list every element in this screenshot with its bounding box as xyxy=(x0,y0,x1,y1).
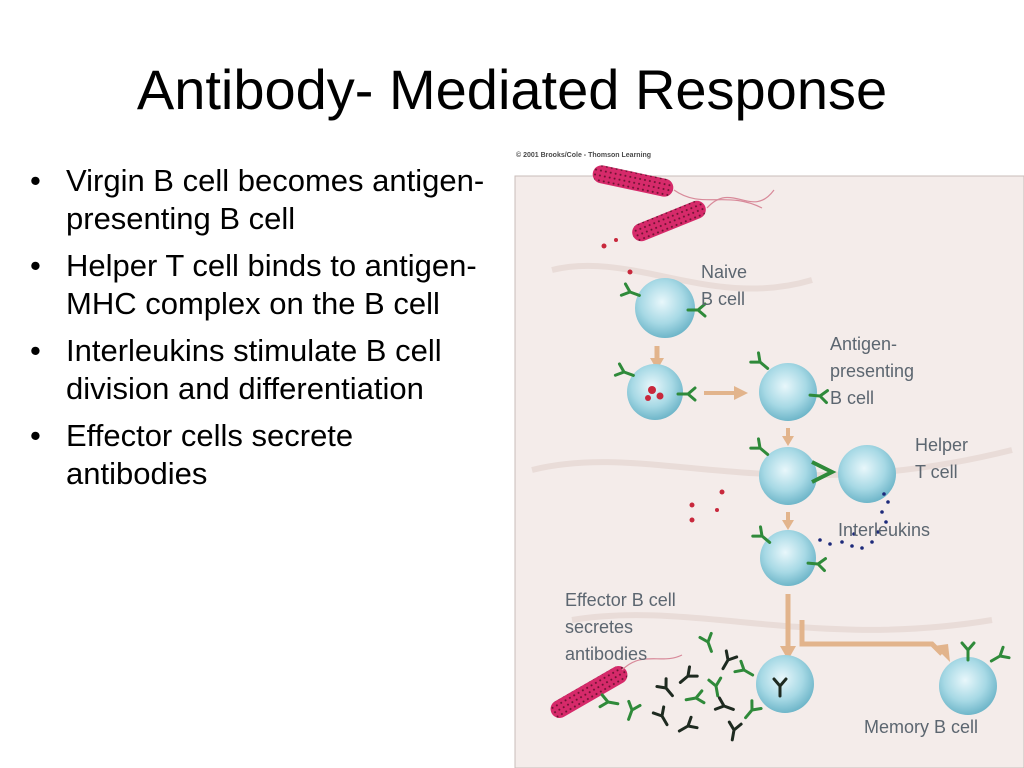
bacterium-top xyxy=(592,165,763,209)
background-texture xyxy=(531,262,1013,633)
label-naive-b-cell: Naive B cell xyxy=(701,259,747,313)
figure-drawing xyxy=(514,165,1024,768)
bacterium-bottom xyxy=(550,654,683,718)
bullet-item: • Interleukins stimulate B cell division … xyxy=(28,332,498,408)
bullet-text: Effector cells secrete antibodies xyxy=(66,418,354,491)
bullet-text: Helper T cell binds to antigen-MHC compl… xyxy=(66,248,477,321)
label-interleukins: Interleukins xyxy=(838,520,931,540)
helper-t-cell xyxy=(838,445,896,503)
flow-arrowhead xyxy=(934,644,950,662)
flow-arrowhead xyxy=(782,436,794,446)
bullet-text: Interleukins stimulate B cell division a… xyxy=(66,333,442,406)
label-text: Helper T cell xyxy=(915,435,969,482)
bullet-list: • Virgin B cell becomes antigen-presentin… xyxy=(28,162,498,502)
bullet-item: • Effector cells secrete antibodies xyxy=(28,417,498,493)
bacterium-middle xyxy=(632,189,775,242)
label-text: Antigen- presenting B cell xyxy=(830,334,915,408)
immune-response-figure: © 2001 Brooks/Cole - Thomson Learning Na… xyxy=(512,150,1024,768)
flow-arrowhead xyxy=(734,386,748,400)
slide-title: Antibody- Mediated Response xyxy=(136,58,888,121)
flow-arrowhead xyxy=(782,520,794,530)
interleukin-dots xyxy=(818,492,890,550)
label-effector-b-cell: Effector B cell secretes antibodies xyxy=(565,587,676,668)
bullet-item: • Virgin B cell becomes antigen-presentin… xyxy=(28,162,498,238)
bullet-text: Virgin B cell becomes antigen-presenting… xyxy=(66,163,485,236)
label-memory-b-cell: Memory B cell xyxy=(864,717,979,737)
antigen-presenting-b-cell xyxy=(749,351,829,421)
bullet-marker: • xyxy=(30,418,41,453)
memory-b-cell xyxy=(939,641,1011,715)
flow-arrowhead xyxy=(650,358,664,370)
antigen-fragments xyxy=(601,238,725,523)
effector-b-cell xyxy=(756,655,814,713)
label-helper-t-cell: Helper T cell xyxy=(915,432,968,486)
label-antigen-presenting: Antigen- presenting B cell xyxy=(830,331,914,412)
antigen-processing-b-cell xyxy=(613,362,697,420)
bullet-marker: • xyxy=(30,333,41,368)
bullet-marker: • xyxy=(30,248,41,283)
bullet-item: • Helper T cell binds to antigen-MHC comp… xyxy=(28,247,498,323)
figure-credit: © 2001 Brooks/Cole - Thomson Learning xyxy=(516,152,652,159)
label-text: Effector B cell secretes antibodies xyxy=(565,590,676,664)
naive-b-cell xyxy=(619,278,707,338)
flow-arrowhead xyxy=(780,646,796,660)
activated-b-cell xyxy=(751,525,827,586)
b-cell-with-helper-t xyxy=(749,437,837,505)
bullet-marker: • xyxy=(30,163,41,198)
label-text: Naive B cell xyxy=(701,262,748,309)
